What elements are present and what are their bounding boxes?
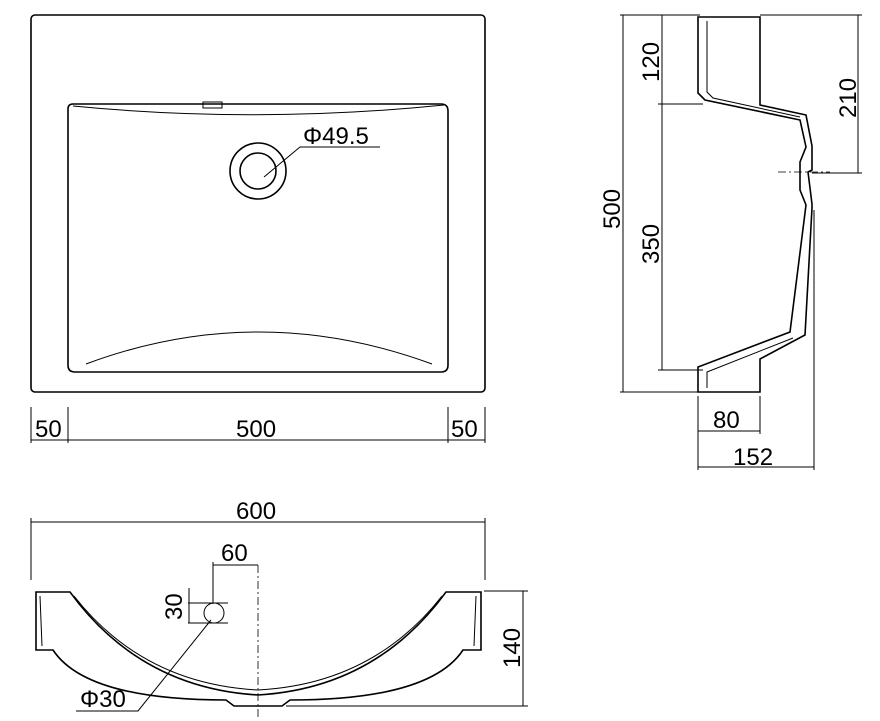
side-view: 500 120 350 210 80 152	[599, 14, 862, 471]
bowl-front-curve	[85, 331, 433, 365]
dim-width: 600	[236, 498, 276, 525]
dim-top: 120	[638, 42, 665, 82]
dim-total: 500	[599, 189, 626, 229]
dim-mid: 350	[638, 224, 665, 264]
basin-outline	[30, 14, 486, 393]
drain-diameter-label: Φ49.5	[303, 123, 369, 150]
drain-inner	[239, 152, 277, 190]
drain-leader	[263, 146, 380, 178]
dim-right: 50	[451, 416, 478, 443]
side-profile-outer	[697, 16, 813, 393]
side-profile-inner	[706, 21, 801, 388]
dim-bottom: 80	[713, 407, 740, 434]
front-profile-inner	[39, 595, 477, 691]
dim-depth: 152	[733, 444, 773, 471]
dim-left: 50	[35, 416, 62, 443]
bowl-outline	[67, 103, 449, 373]
dim-height: 140	[499, 628, 526, 668]
dim-hole: 30	[161, 593, 188, 620]
dim-middle: 500	[236, 416, 276, 443]
top-view: Φ49.5 50 500 50	[30, 14, 486, 443]
dim-offset: 60	[221, 540, 248, 567]
bowl-back-edge	[72, 104, 445, 116]
hole-leader	[76, 619, 212, 712]
hole-diameter-label: Φ30	[80, 686, 126, 713]
dim-right: 210	[835, 78, 862, 118]
overflow-hole	[203, 602, 225, 624]
front-view: 30 600 60 140 Φ30	[30, 498, 528, 718]
drain-outer	[229, 142, 287, 200]
overflow-slot	[202, 101, 223, 109]
front-profile-outer	[35, 591, 482, 707]
